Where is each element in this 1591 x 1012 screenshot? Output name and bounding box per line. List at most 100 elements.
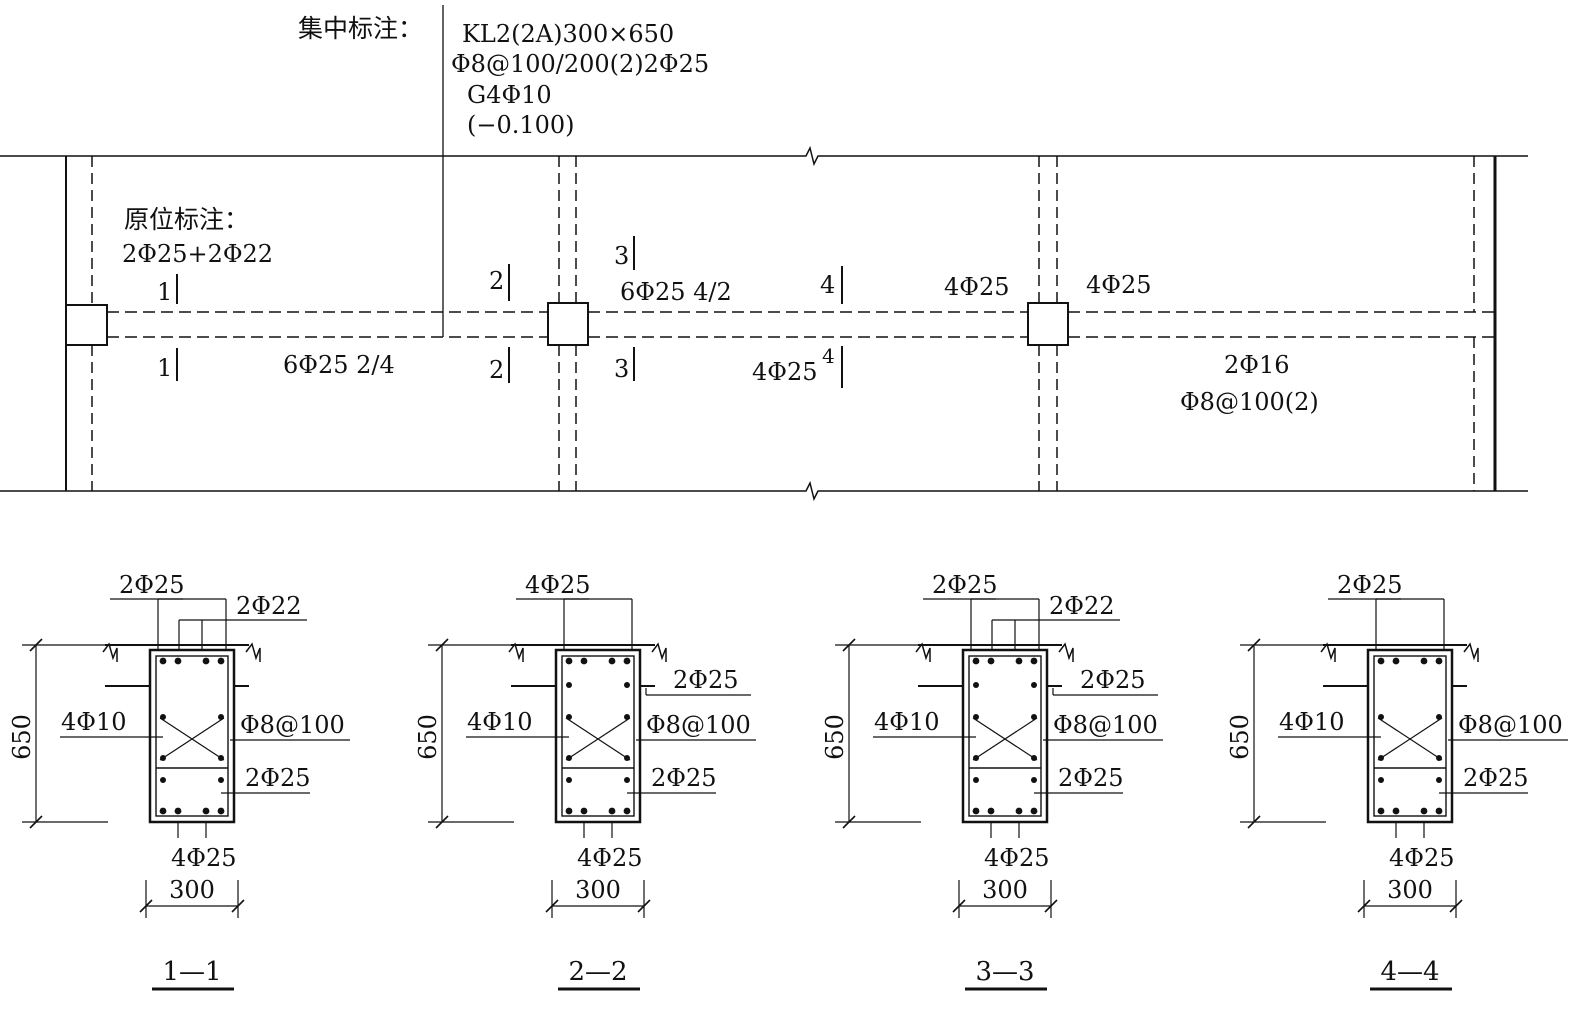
- label-width-dim: 300: [169, 876, 215, 904]
- beam-outline: [554, 648, 642, 824]
- top-rebar-dot: [580, 657, 588, 665]
- label-side-left: 4Φ10: [467, 708, 532, 736]
- cantilever-stirrup: Φ8@100(2): [1180, 388, 1319, 416]
- bottom-rebar-dot: [159, 807, 167, 815]
- label-top-main: 2Φ25: [932, 571, 997, 599]
- bottom-rebar-dot: [202, 807, 210, 815]
- side-rebar-dot: [624, 755, 630, 761]
- label-height-dim: 650: [414, 714, 442, 760]
- concentrated-line-2: Φ8@100/200(2)2Φ25: [451, 50, 709, 78]
- break-mark-left: [915, 642, 931, 662]
- top-rebar-dot: [159, 657, 167, 665]
- concentrated-label: 集中标注：: [298, 14, 423, 43]
- concentrated-line-1: KL2(2A)300×650: [462, 20, 674, 48]
- side-rebar-dot: [1436, 755, 1442, 761]
- dim-tick: [29, 638, 43, 652]
- label-lower: 2Φ25: [651, 764, 716, 792]
- span1-bottom-rebar: 6Φ25 2/4: [283, 351, 395, 379]
- cut-mark: 2: [489, 356, 504, 384]
- dim-tick: [139, 899, 153, 913]
- lower-rebar-dot: [1436, 777, 1442, 783]
- label-height-dim: 650: [1226, 714, 1254, 760]
- plan-top-edge: [0, 145, 1528, 167]
- top-second-row-dot: [973, 682, 979, 688]
- stirrup-outline: [155, 655, 229, 817]
- column-right: [1027, 302, 1069, 346]
- label-width-dim: 300: [982, 876, 1028, 904]
- bottom-rebar-dot: [580, 807, 588, 815]
- main-beam-edges: [107, 311, 1495, 338]
- hidden-cross-beams: [91, 156, 1475, 491]
- cut-mark: 3: [614, 242, 629, 270]
- top-rebar-dot: [174, 657, 182, 665]
- top-rebar-dot: [1030, 657, 1038, 665]
- top-rebar-dot: [202, 657, 210, 665]
- beam-outline: [961, 648, 1049, 824]
- label-bottom: 4Φ25: [577, 844, 642, 872]
- side-rebar-dot: [1031, 714, 1037, 720]
- bottom-rebar-dot: [987, 807, 995, 815]
- dim-tick: [952, 899, 966, 913]
- break-mark-right: [1463, 642, 1479, 662]
- plan-bottom-edge: [0, 480, 1528, 502]
- dim-tick: [29, 815, 43, 829]
- label-stirrup: Φ8@100: [646, 711, 751, 739]
- label-side-left: 4Φ10: [61, 708, 126, 736]
- label-height-dim: 650: [821, 714, 849, 760]
- top-rebar-dot: [608, 657, 616, 665]
- section-cut-marks: 1 1 2 2 3 3 4 4: [157, 236, 843, 388]
- dim-tick: [545, 899, 559, 913]
- dim-tick: [435, 638, 449, 652]
- cut-mark: 4: [820, 271, 835, 299]
- dim-tick: [1044, 899, 1058, 913]
- bottom-rebar-dot: [1420, 807, 1428, 815]
- cross-tie: [1377, 717, 1443, 761]
- break-mark-right: [245, 642, 261, 662]
- label-lower: 2Φ25: [245, 764, 310, 792]
- side-rebar-dot: [566, 755, 572, 761]
- break-mark-right: [1058, 642, 1074, 662]
- side-rebar-dot: [973, 755, 979, 761]
- stirrup-outline: [1373, 655, 1447, 817]
- dim-tick: [1247, 815, 1261, 829]
- column-left: [65, 304, 108, 346]
- label-side-right: 2Φ25: [673, 666, 738, 694]
- label-stirrup: Φ8@100: [1458, 711, 1563, 739]
- bottom-rebar-dot: [1377, 807, 1385, 815]
- side-rebar-dot: [218, 755, 224, 761]
- label-top-main: 2Φ25: [1337, 571, 1402, 599]
- label-top-main: 2Φ25: [119, 571, 184, 599]
- label-lower: 2Φ25: [1058, 764, 1123, 792]
- bottom-rebar-dot: [1030, 807, 1038, 815]
- side-rebar-dot: [1031, 755, 1037, 761]
- label-stirrup: Φ8@100: [240, 711, 345, 739]
- break-mark-left: [102, 642, 118, 662]
- section-title: 2—2: [568, 957, 627, 987]
- bottom-rebar-dot: [174, 807, 182, 815]
- dim-tick: [842, 638, 856, 652]
- label-top-extra: 2Φ22: [236, 592, 301, 620]
- lower-rebar-dot: [973, 777, 979, 783]
- top-rebar-dot: [1435, 657, 1443, 665]
- in-situ-label: 原位标注：: [124, 205, 249, 234]
- lower-rebar-dot: [624, 777, 630, 783]
- bottom-rebar-dot: [623, 807, 631, 815]
- section-title: 4—4: [1380, 957, 1439, 987]
- dim-tick: [1247, 638, 1261, 652]
- side-rebar-dot: [160, 714, 166, 720]
- lower-rebar-dot: [566, 777, 572, 783]
- top-rebar-dot: [972, 657, 980, 665]
- side-rebar-dot: [566, 714, 572, 720]
- lower-rebar-dot: [160, 777, 166, 783]
- section-title: 3—3: [975, 957, 1034, 987]
- cut-mark: 2: [489, 267, 504, 295]
- section-title: 1—1: [162, 957, 221, 987]
- cut-mark: 1: [157, 278, 172, 306]
- dim-tick: [1449, 899, 1463, 913]
- concentrated-line-3: G4Φ10: [467, 81, 552, 109]
